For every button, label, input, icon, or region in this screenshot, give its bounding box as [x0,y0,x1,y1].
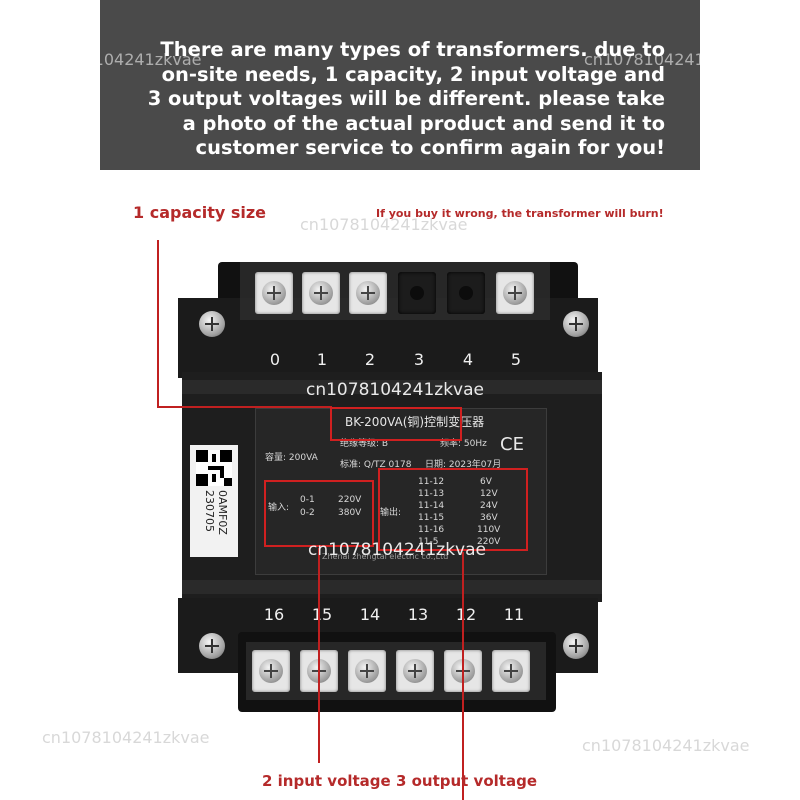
screw-icon [355,659,379,683]
terminal-0 [255,272,293,314]
mount-screw-icon [199,311,225,337]
watermark: cn1078104241zkvae [34,50,202,69]
input-voltage-highlight-box [264,480,374,547]
watermark: cn1078104241zkvae [582,736,750,755]
terminal-13 [396,650,434,692]
banner-text: There are many types of transformers. du… [120,38,665,161]
screw-icon [259,659,283,683]
output-terminals: 11-15 [418,513,445,523]
output-terminals: 11-12 [418,477,445,487]
output-voltage: 220V [477,537,501,547]
terminal-number: 14 [359,605,381,624]
info-banner [100,0,700,170]
hole-icon [410,286,424,300]
core-lamination [182,580,602,594]
screw-icon [356,281,380,305]
production-date: 日期: 2023年07月 [425,460,502,470]
terminal-5 [496,272,534,314]
input-label: 输入: [268,503,290,513]
screw-icon [262,281,286,305]
output-voltage: 24V [480,501,498,511]
output-voltage-highlight-box [378,468,528,551]
output-terminals: 11-13 [418,489,445,499]
screw-icon [503,281,527,305]
output-voltage: 6V [480,477,492,487]
watermark: cn1078104241zkvae [308,540,486,560]
watermark: cn1078104241zkvae [306,380,484,400]
input-pointer-line [318,548,320,763]
input-voltage: 220V [338,495,362,505]
warning-text: If you buy it wrong, the transformer wil… [376,207,664,220]
output-terminals: 11-5 [418,537,439,547]
screw-icon [309,281,333,305]
screw-icon [403,659,427,683]
output-label: 输出: [380,508,402,518]
terminal-number: 3 [413,350,425,369]
output-voltage: 36V [480,513,498,523]
output-pointer-line [462,552,464,800]
capacity-highlight-box [330,407,462,441]
capacity-pointer-line [157,240,159,408]
sticker-code: 0AMF0Z [216,490,229,535]
output-voltage: 12V [480,489,498,499]
sticker-code-2: 0AMF0Z [216,490,229,535]
qr-code-icon [196,450,232,486]
output-terminals: 11-16 [418,525,445,535]
terminal-number: 13 [407,605,429,624]
output-voltage: 110V [477,525,501,535]
screw-icon [499,659,523,683]
banner-line: on-site needs, 1 capacity, 2 input volta… [161,62,665,86]
frequency: 频率: 50Hz [440,439,487,449]
watermark: cn1078104241zkvae [584,50,752,69]
terminal-number: 11 [503,605,525,624]
terminal-number: 16 [263,605,285,624]
terminal-1 [302,272,340,314]
watermark: cn1078104241zkvae [42,728,210,747]
terminal-number: 12 [455,605,477,624]
output-terminals: 11-14 [418,501,445,511]
terminal-number: 0 [269,350,281,369]
capacity-rating: 容量: 200VA [265,453,318,463]
nameplate-title: BK-200VA(铜)控制变压器 [345,415,485,429]
banner-line: There are many types of transformers. du… [160,38,665,61]
terminal-number: 5 [510,350,522,369]
ce-mark-icon: CE [500,434,524,455]
input-terminals: 0-2 [300,508,315,518]
manufacturer: Zhenai zhengtai electric co.,Ltd [322,552,449,561]
banner-line: customer service to confirm again for yo… [195,136,665,159]
watermark: cn1078104241zkvae [300,215,468,234]
terminal-11 [492,650,530,692]
banner-line: a photo of the actual product and send i… [182,111,665,135]
nameplate [255,408,547,575]
core-lamination [182,380,602,394]
terminal-number: 4 [462,350,474,369]
input-voltage: 380V [338,508,362,518]
terminal-number: 1 [316,350,328,369]
sticker-code-1: 230705 [203,490,216,532]
sticker-code: 230705 [203,490,216,532]
insulation-class: 绝缘等级: B [340,439,389,449]
mount-screw-icon [563,311,589,337]
terminal-3 [398,272,436,314]
standard: 标准: Q/TZ 0178 [340,460,412,470]
mount-screw-icon [563,633,589,659]
capacity-label: 1 capacity size [133,203,267,222]
input-terminals: 0-1 [300,495,315,505]
banner-line: 3 output voltages will be different. ple… [147,87,665,110]
hole-icon [459,286,473,300]
mount-screw-icon [199,633,225,659]
terminal-2 [349,272,387,314]
input-output-label: 2 input voltage 3 output voltage [262,772,537,790]
terminal-16 [252,650,290,692]
terminal-number: 15 [311,605,333,624]
terminal-4 [447,272,485,314]
terminal-14 [348,650,386,692]
terminal-number: 2 [364,350,376,369]
capacity-pointer-line [157,406,332,408]
